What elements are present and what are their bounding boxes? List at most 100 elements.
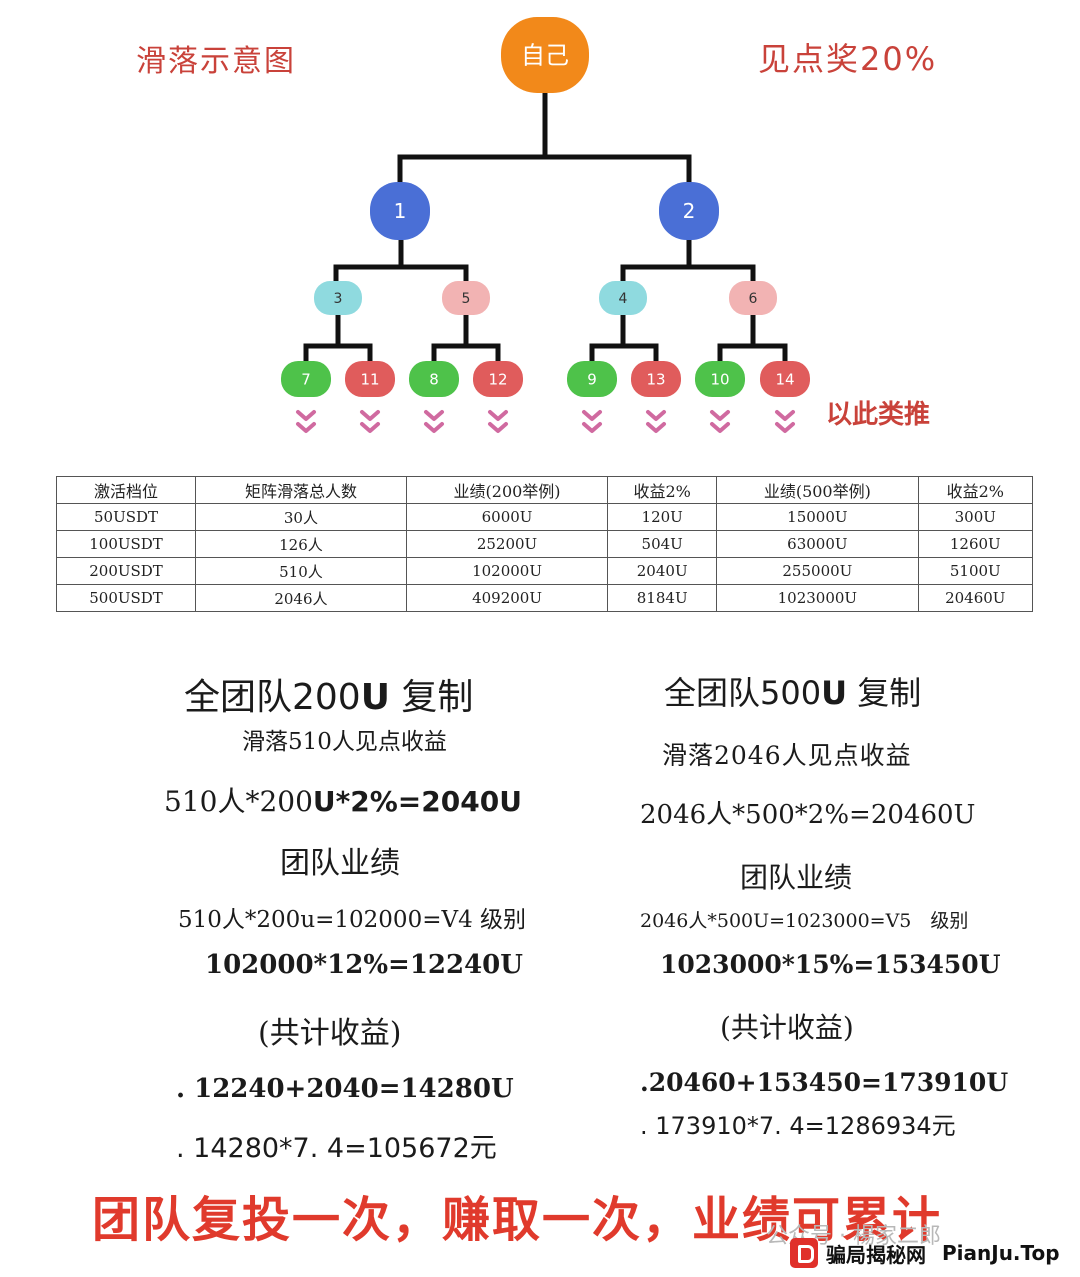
brand-url: PianJu.Top [942,1241,1060,1265]
table-cell: 30人 [195,503,407,531]
table-cell: 63000U [716,530,919,558]
table-cell: 500USDT [55,584,197,612]
double-chevron-down-icon [646,410,666,433]
table-header: 业绩(500举例) [716,476,919,504]
plan-table: 激活档位 矩阵滑落总人数 业绩(200举例) 收益2% 业绩(500举例) 收益… [55,476,1034,612]
table-cell: 120U [607,503,718,531]
right-subtitle: 滑落2046人见点收益 [662,741,912,770]
table-header: 业绩(200举例) [405,476,609,504]
node-l3-13-label: 13 [646,370,665,388]
node-l2-6-label: 6 [749,291,758,307]
node-root: 自己 [501,17,589,93]
table-header: 收益2% [917,476,1034,504]
connector-level2-left [333,264,469,285]
left-eq2-rest: u=102000=V4 级别 [300,907,527,933]
node-l3-8-label: 8 [429,370,439,388]
node-l3-14: 14 [760,361,810,397]
table-header: 矩阵滑落总人数 [195,476,407,504]
node-l3-10: 10 [695,361,745,397]
diagram-title: 滑落示意图 [136,44,296,79]
node-l3-7: 7 [281,361,331,397]
connector-level1 [397,154,692,186]
node-l3-11-label: 11 [360,370,379,388]
table-cell: 1260U [917,530,1034,558]
right-eq2: 2046人*500U=1023000=V5 级别 [640,910,969,932]
left-subtitle: 滑落510人见点收益 [242,729,447,755]
right-eq3: 1023000*15%=153450U [660,950,1001,979]
table-row: 50USDT 30人 6000U 120U 15000U 300U [55,503,1034,531]
double-chevron-down-icon [296,410,316,433]
node-l2-5: 5 [442,281,490,315]
table-cell: 510人 [195,557,407,585]
node-l2-4: 4 [599,281,647,315]
node-l1-1: 1 [370,182,430,240]
table-row: 100USDT 126人 25200U 504U 63000U 1260U [55,530,1034,558]
node-l2-6: 6 [729,281,777,315]
left-eq2: 510人*200u=102000=V4 级别 [178,900,526,934]
left-eq2-part: 510人*200 [178,907,301,933]
node-l3-10-label: 10 [710,370,729,388]
node-l2-3: 3 [314,281,362,315]
node-l3-9: 9 [567,361,617,397]
double-chevron-down-icon [710,410,730,433]
node-l3-7-label: 7 [301,370,311,388]
node-l2-5-label: 5 [462,291,471,307]
left-eq1-bold: U*2%=2040U [312,785,522,818]
node-l3-14-label: 14 [775,370,794,388]
reward-title: 见点奖20% [758,40,938,78]
right-title-suffix: 复制 [847,674,922,712]
brand-name: 骗局揭秘网 [826,1242,926,1267]
left-title-part: 全团队200 [184,677,361,718]
node-l1-1-label: 1 [394,199,407,223]
table-cell: 1023000U [716,584,919,612]
table-cell: 255000U [716,557,919,585]
right-eq4: .20460+153450=173910U [640,1068,1009,1097]
table-header-row: 激活档位 矩阵滑落总人数 业绩(200举例) 收益2% 业绩(500举例) 收益… [55,476,1034,504]
connector-level2-right [620,264,756,285]
node-root-label: 自己 [521,42,569,70]
left-title: 全团队200U 复制 [184,668,473,720]
table-cell: 200USDT [55,557,197,585]
table-cell: 5100U [917,557,1034,585]
table-cell: 6000U [405,503,609,531]
double-chevron-down-icon [424,410,444,433]
node-l3-13: 13 [631,361,681,397]
table-cell: 100USDT [55,530,197,558]
right-eq1: 2046人*500*2%=20460U [640,800,976,830]
node-l3-12: 12 [473,361,523,397]
left-eq4: . 12240+2040=14280U [176,1074,514,1104]
double-chevron-down-icon [488,410,508,433]
left-eq1-part: 510人*200 [164,785,313,818]
table-row: 200USDT 510人 102000U 2040U 255000U 5100U [55,557,1034,585]
table-cell: 50USDT [55,503,197,531]
node-l3-8: 8 [409,361,459,397]
brand-logo-icon [790,1238,818,1268]
right-eq5: . 173910*7. 4=1286934元 [640,1112,956,1140]
table-row: 500USDT 2046人 409200U 8184U 1023000U 204… [55,584,1034,612]
table-cell: 300U [917,503,1034,531]
table-cell: 25200U [405,530,609,558]
node-l3-11: 11 [345,361,395,397]
table-cell: 2040U [607,557,718,585]
double-chevron-down-icon [775,410,795,433]
table-cell: 409200U [405,584,609,612]
double-chevron-down-icon [582,410,602,433]
left-eq1: 510人*200U*2%=2040U [164,780,522,820]
right-team-label: 团队业绩 [740,861,853,894]
right-total-label: (共计收益) [720,1011,854,1044]
node-l2-3-label: 3 [334,291,343,307]
brand-badge: 骗局揭秘网 PianJu.Top [790,1236,1060,1270]
node-l3-9-label: 9 [587,370,597,388]
node-l3-12-label: 12 [488,370,507,388]
table-header: 激活档位 [55,476,197,504]
left-total-label: (共计收益) [258,1016,402,1051]
table-cell: 8184U [607,584,718,612]
table-cell: 2046人 [195,584,407,612]
left-title-unit: U [360,677,390,718]
table-cell: 20460U [917,584,1034,612]
table-header: 收益2% [607,476,718,504]
double-chevron-down-icon [360,410,380,433]
left-eq5: . 14280*7. 4=105672元 [176,1133,497,1164]
right-title: 全团队500U 复制 [664,668,921,714]
